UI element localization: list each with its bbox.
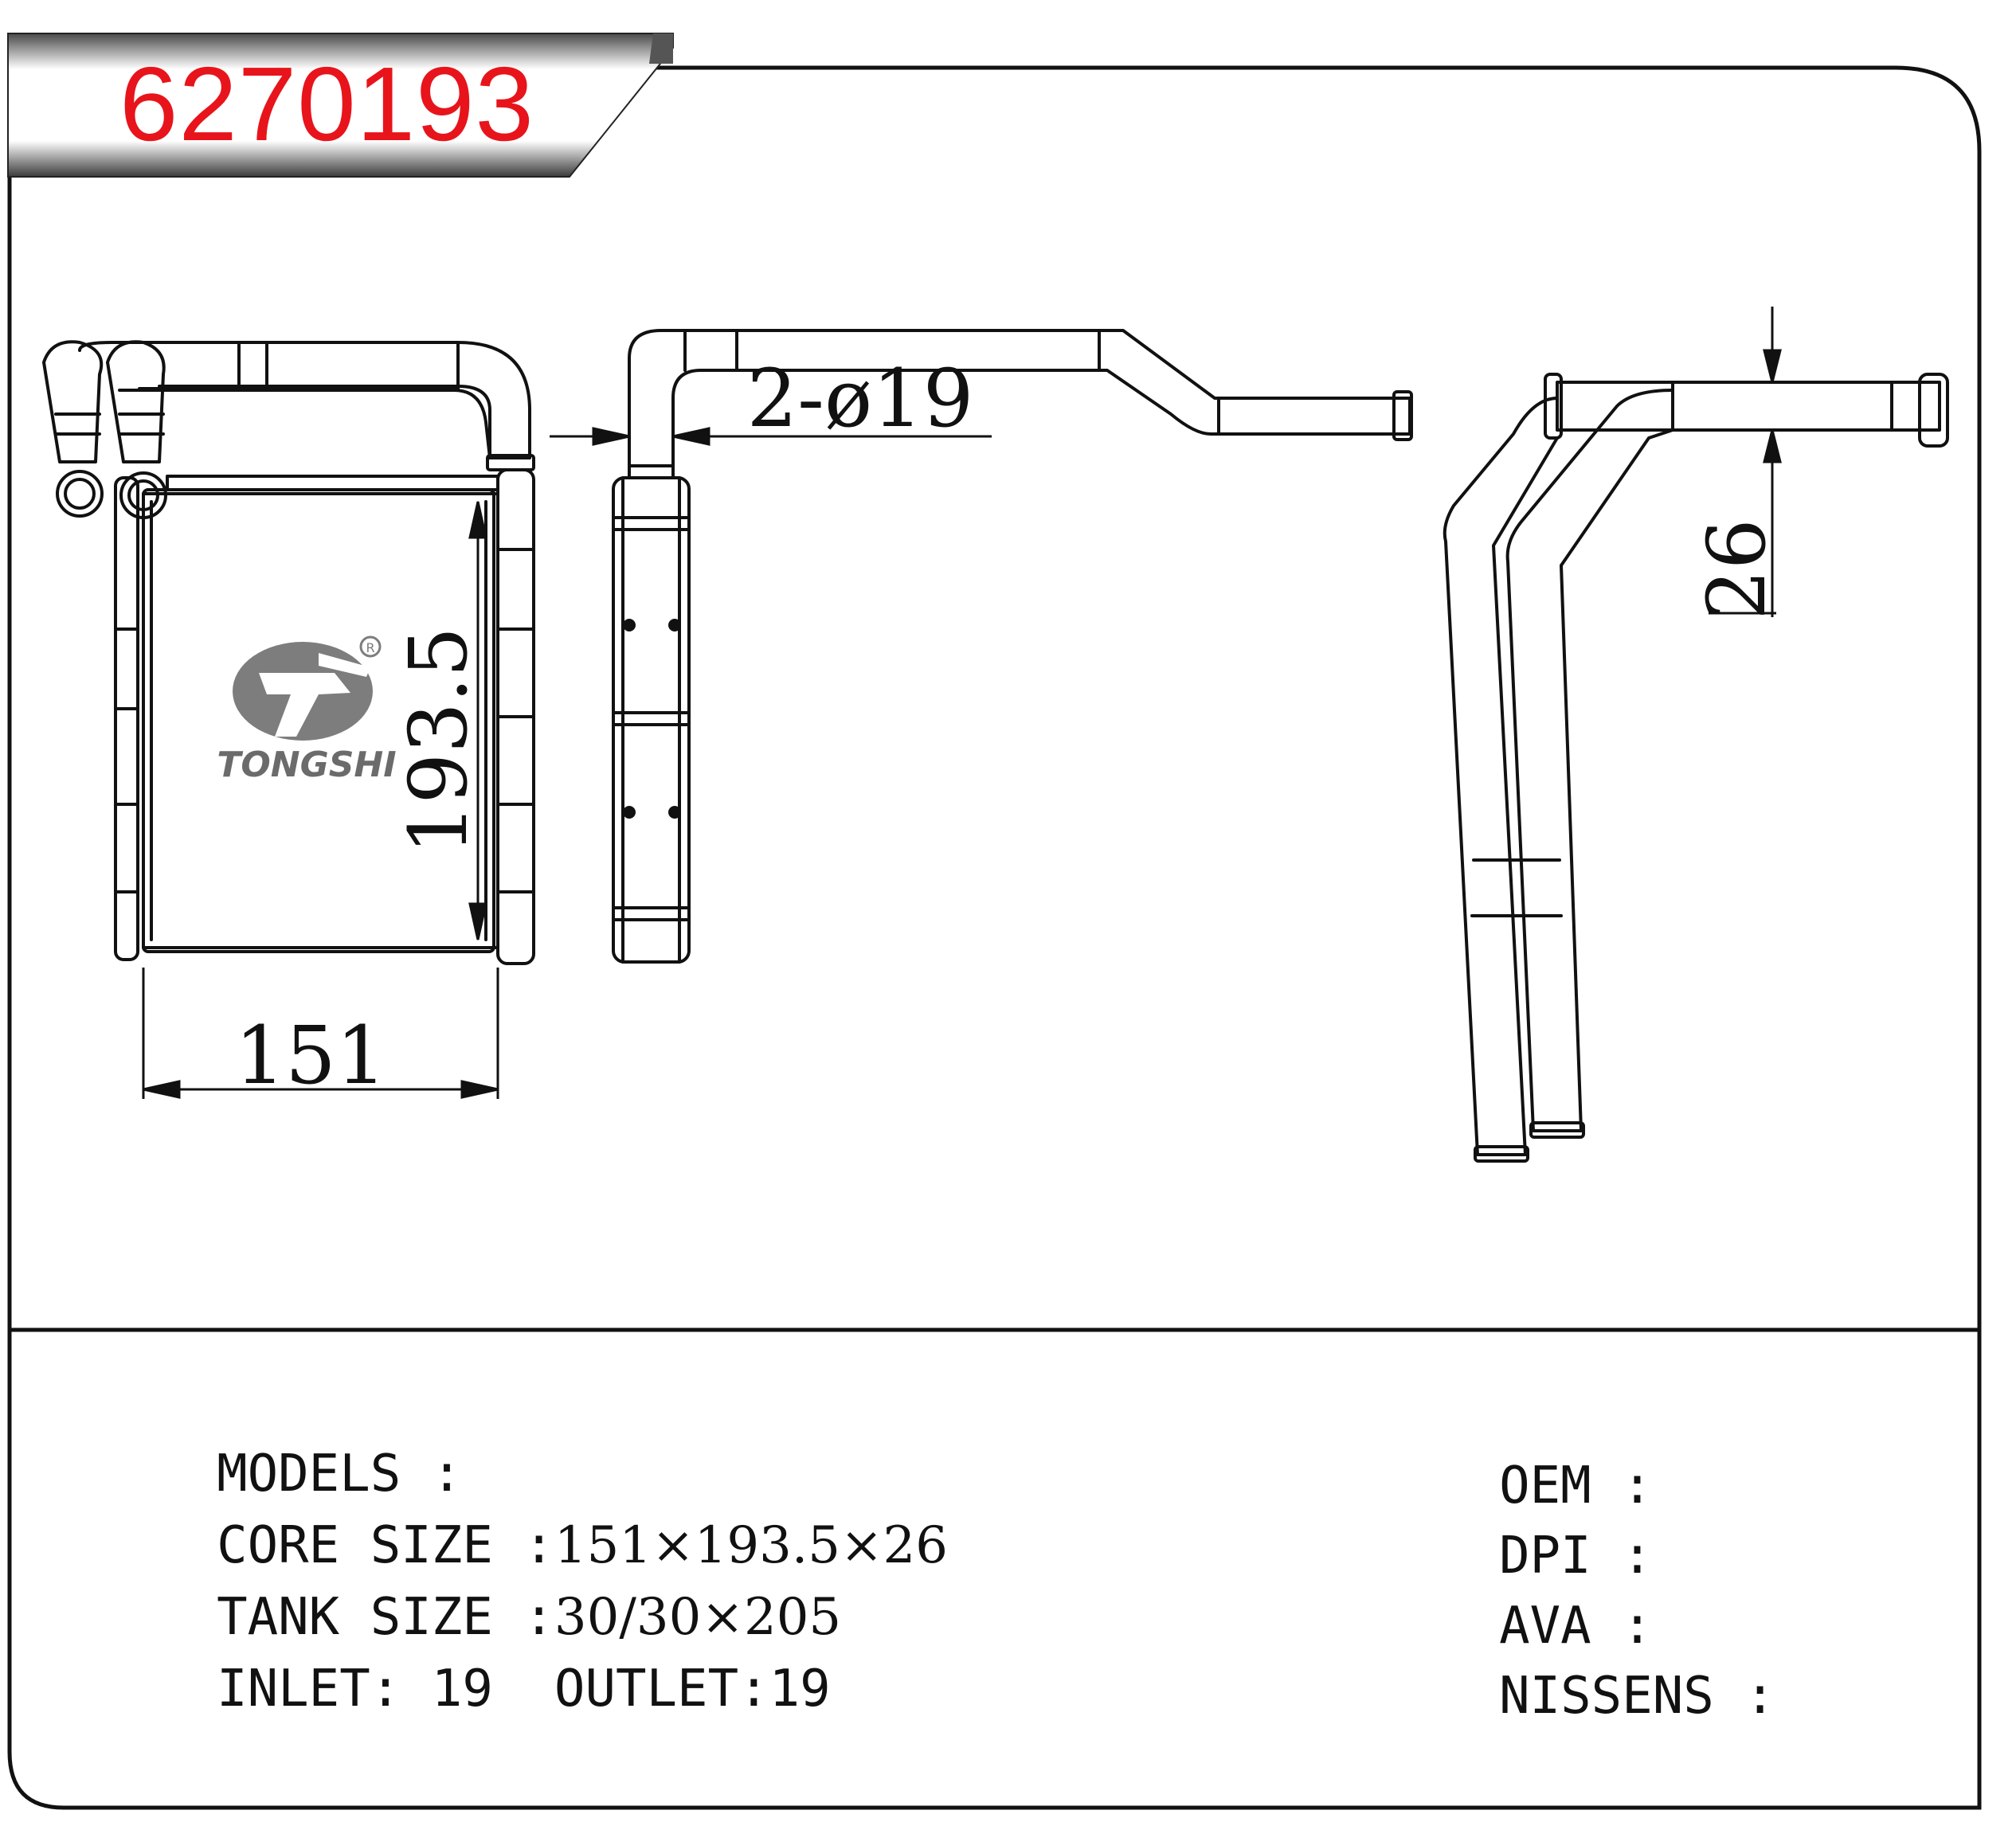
- oem-label: OEM: [1499, 1456, 1591, 1515]
- ava-row: AVA :: [1438, 1550, 1653, 1652]
- part-number-banner: [7, 33, 674, 178]
- width-dimension: 151: [235, 1009, 387, 1102]
- oem-separator: :: [1622, 1456, 1653, 1515]
- ava-separator: :: [1622, 1597, 1653, 1656]
- logo-brand-text: TONGSHI: [217, 745, 396, 785]
- pipe-dimension: 2-ø19: [747, 352, 974, 445]
- core-size-label: CORE SIZE :: [217, 1516, 554, 1575]
- inlet-value: 19: [431, 1660, 493, 1718]
- top-view-pipe-a: [1443, 397, 1559, 1156]
- nissens-row: NISSENS :: [1438, 1620, 1775, 1722]
- inlet-stubs: [42, 340, 167, 519]
- top-view-pipe-b: [1505, 389, 1674, 1132]
- inlet-outlet-row: INLET: 19 OUTLET:19: [155, 1613, 831, 1714]
- height-dimension: 193.5: [392, 627, 485, 854]
- nissens-label: NISSENS: [1499, 1667, 1714, 1726]
- models-row: MODELS :: [155, 1398, 462, 1499]
- models-label: MODELS :: [217, 1445, 463, 1503]
- outlet-label: OUTLET:: [554, 1660, 769, 1718]
- nissens-separator: :: [1744, 1667, 1775, 1726]
- tank-size-label: TANK SIZE :: [217, 1588, 554, 1647]
- core-size-value: 151×193.5×26: [554, 1516, 948, 1575]
- top-pipe-outer: [78, 341, 531, 459]
- tongshi-logo-icon: R TONGSHI: [217, 635, 397, 785]
- frame-border: [7, 65, 1982, 1810]
- svg-text:R: R: [366, 640, 374, 655]
- heater-core-top-view: [1443, 373, 1949, 1163]
- dpi-label: DPI: [1499, 1527, 1591, 1585]
- top-pipe-inner: [118, 389, 491, 459]
- dpi-row: DPI :: [1438, 1480, 1653, 1582]
- dpi-separator: :: [1622, 1527, 1653, 1585]
- dimension-lines: [142, 307, 1782, 1099]
- tank-size-row: TANK SIZE :30/30×205: [155, 1541, 841, 1643]
- core-size-row: CORE SIZE :151×193.5×26: [155, 1469, 948, 1571]
- part-number: 6270193: [119, 45, 534, 162]
- heater-core-front-view: [42, 340, 535, 965]
- outlet-value: 19: [769, 1660, 831, 1718]
- depth-dimension: 26: [1690, 518, 1783, 620]
- inlet-label: INLET:: [217, 1660, 401, 1718]
- heater-core-side-view: [612, 329, 1413, 964]
- tank-size-value: 30/30×205: [554, 1588, 842, 1647]
- ava-label: AVA: [1499, 1597, 1591, 1656]
- tank-ribs: [114, 548, 535, 893]
- side-pipe: [628, 329, 1411, 467]
- oem-row: OEM :: [1438, 1410, 1653, 1511]
